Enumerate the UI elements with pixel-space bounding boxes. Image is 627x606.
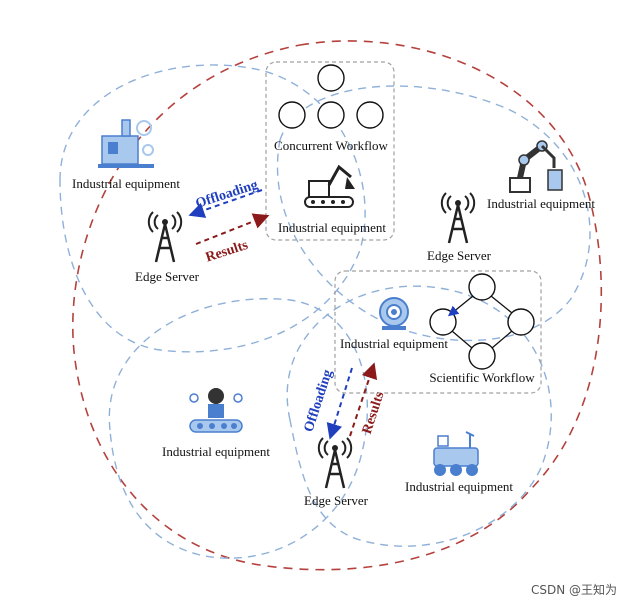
tower-icon xyxy=(317,437,353,489)
results-arrow-1 xyxy=(195,213,270,245)
industrial-equipment-label-6: Industrial equipment xyxy=(405,479,513,494)
outer-boundary xyxy=(72,40,603,571)
offloading-arrow-1 xyxy=(188,189,263,218)
concurrent-node-2 xyxy=(317,101,345,129)
industrial-equipment-label-1: Industrial equipment xyxy=(278,220,386,235)
scientific-edge xyxy=(490,295,513,314)
camera-icon xyxy=(379,297,409,330)
conveyor-robot-icon xyxy=(189,388,243,433)
scientific-node-top xyxy=(468,273,496,301)
robot-arm-icon xyxy=(509,140,563,193)
offloading-label-2: Offloading xyxy=(302,368,336,434)
scientific-edge xyxy=(451,330,473,349)
rover-icon xyxy=(433,431,479,476)
edge-server-label-3: Edge Server xyxy=(304,493,369,508)
scientific-workflow-box xyxy=(334,270,542,394)
region-top-right xyxy=(276,85,591,342)
tower-icon xyxy=(147,211,183,263)
scientific-edge xyxy=(491,330,513,349)
industrial-equipment-label-4: Industrial equipment xyxy=(340,336,448,351)
offloading-arrow-2 xyxy=(326,367,353,440)
scientific-edge xyxy=(447,295,474,317)
concurrent-workflow-label: Concurrent Workflow xyxy=(274,138,388,153)
region-top-left xyxy=(59,64,366,353)
concurrent-workflow-box xyxy=(265,61,395,241)
results-arrow-2 xyxy=(349,362,378,437)
results-label-2: Results xyxy=(360,389,388,436)
factory-icon xyxy=(98,119,154,168)
results-label-1: Results xyxy=(204,238,251,266)
edge-server-label-2: Edge Server xyxy=(427,248,492,263)
scientific-workflow-label: Scientific Workflow xyxy=(429,370,535,385)
concurrent-node-3 xyxy=(356,101,384,129)
region-bottom-right xyxy=(286,285,552,547)
concurrent-node-top xyxy=(317,64,345,92)
scientific-node-bottom xyxy=(468,342,496,370)
scientific-node-right xyxy=(507,308,535,336)
tower-icon xyxy=(440,192,476,244)
industrial-equipment-label-5: Industrial equipment xyxy=(162,444,270,459)
industrial-equipment-label-2: Industrial equipment xyxy=(72,176,180,191)
edge-server-label-1: Edge Server xyxy=(135,269,200,284)
concurrent-node-1 xyxy=(278,101,306,129)
region-bottom-left xyxy=(108,298,369,559)
excavator-icon xyxy=(304,164,355,208)
watermark: CSDN @王知为 xyxy=(530,583,617,597)
industrial-equipment-label-3: Industrial equipment xyxy=(487,196,595,211)
offloading-label-1: Offloading xyxy=(194,178,260,212)
